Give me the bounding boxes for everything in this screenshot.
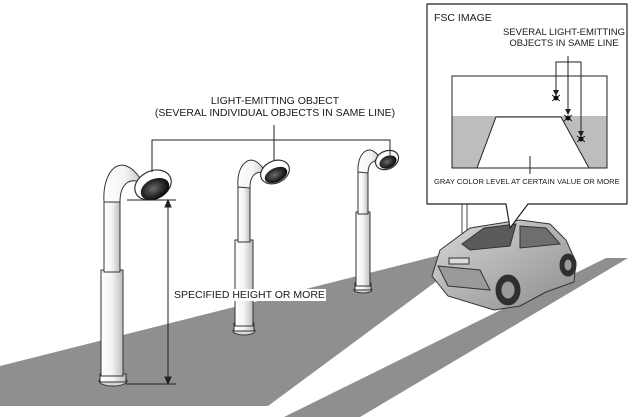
fsc-several-objects-line2: OBJECTS IN SAME LINE — [509, 37, 619, 49]
street-lamp-middle — [232, 159, 290, 336]
lamps-bracket — [151, 125, 391, 172]
fsc-road-trapezoid — [476, 116, 590, 169]
street-lamp-front — [98, 164, 172, 387]
fsc-pointers — [555, 56, 582, 136]
light-object-label-line1: LIGHT-EMITTING OBJECT — [210, 95, 340, 107]
road-shadow-right — [284, 258, 628, 417]
fsc-several-objects-line1: SEVERAL LIGHT-EMITTING — [502, 27, 626, 38]
specified-height-label: SPECIFIED HEIGHT OR MORE — [173, 289, 326, 302]
light-object-label-line2: (SEVERAL INDIVIDUAL OBJECTS IN SAME LINE… — [154, 107, 396, 120]
fsc-gray-caption: GRAY COLOR LEVEL AT CERTAIN VALUE OR MOR… — [434, 177, 620, 186]
height-dimension — [126, 198, 176, 386]
fsc-several-objects-label: SEVERAL LIGHT-EMITTING OBJECTS IN SAME L… — [494, 27, 634, 50]
fsc-inset-title: FSC IMAGE — [434, 12, 492, 24]
light-object-label: LIGHT-EMITTING OBJECT (SEVERAL INDIVIDUA… — [150, 95, 400, 119]
street-lamp-back — [353, 149, 400, 294]
car — [431, 219, 577, 311]
fsc-inset — [426, 3, 628, 229]
